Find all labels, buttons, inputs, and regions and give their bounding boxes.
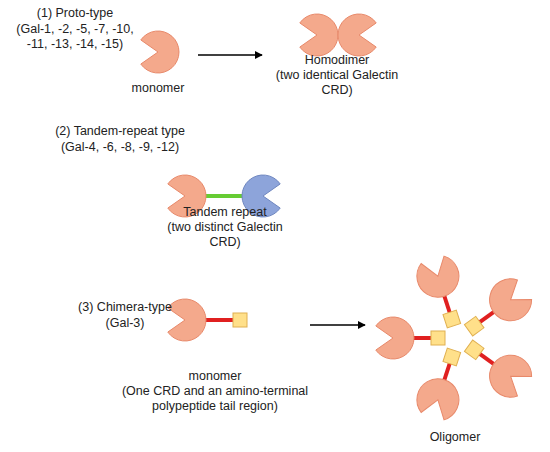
caption-text: (two identical Galectin CRD) bbox=[262, 68, 412, 98]
tail-domain bbox=[443, 310, 461, 328]
caption-text: (One CRD and an amino-terminal polypepti… bbox=[120, 384, 310, 414]
crd-group bbox=[376, 253, 537, 422]
crd-shape bbox=[413, 253, 465, 302]
crd-shape bbox=[376, 317, 414, 359]
crd-shape bbox=[481, 273, 537, 329]
type-label: (Gal-3) bbox=[75, 316, 175, 331]
crd-group-box: Homodimer(two identical Galectin CRD) bbox=[262, 10, 412, 98]
tail-domain bbox=[443, 348, 461, 366]
crd-group-box: Tandem repeat(two distinct Galectin CRD) bbox=[150, 172, 300, 250]
tail-peptide bbox=[204, 318, 236, 322]
caption-text: Tandem repeat bbox=[150, 205, 300, 220]
type-label: (2) Tandem-repeat type bbox=[50, 124, 190, 139]
type-label: (Gal-4, -6, -8, -9, -12) bbox=[50, 140, 190, 155]
linker-peptide bbox=[205, 194, 243, 198]
caption-text: (two distinct Galectin CRD) bbox=[150, 220, 300, 250]
crd-shape bbox=[481, 347, 537, 403]
tail-domain bbox=[464, 316, 484, 336]
tail-domain bbox=[431, 331, 445, 345]
type-label: (3) Chimera-type bbox=[75, 300, 175, 315]
crd-shape bbox=[300, 14, 338, 56]
caption-text: monomer bbox=[118, 81, 198, 96]
tail-domain bbox=[464, 340, 484, 360]
caption-text: Oligomer bbox=[365, 430, 545, 445]
tail-domain bbox=[233, 313, 247, 327]
arrow-connector bbox=[198, 54, 262, 56]
arrow-connector bbox=[310, 324, 365, 326]
crd-shape bbox=[413, 373, 465, 422]
crd-shape bbox=[168, 299, 206, 341]
crd-group-box: monomer(One CRD and an amino-terminal po… bbox=[120, 296, 310, 414]
crd-shape bbox=[338, 14, 376, 56]
type-label: (1) Proto-type bbox=[11, 6, 139, 21]
tail-domains bbox=[431, 310, 484, 366]
crd-group-box: Oligomer bbox=[365, 250, 545, 445]
caption-text: Homodimer bbox=[262, 53, 412, 68]
caption-text: monomer bbox=[120, 369, 310, 384]
type-label: (Gal-1, -2, -5, -7, -10, -11, -13, -14, … bbox=[11, 22, 139, 52]
crd-shape bbox=[141, 31, 179, 73]
crd-group-box: monomer bbox=[118, 28, 198, 96]
